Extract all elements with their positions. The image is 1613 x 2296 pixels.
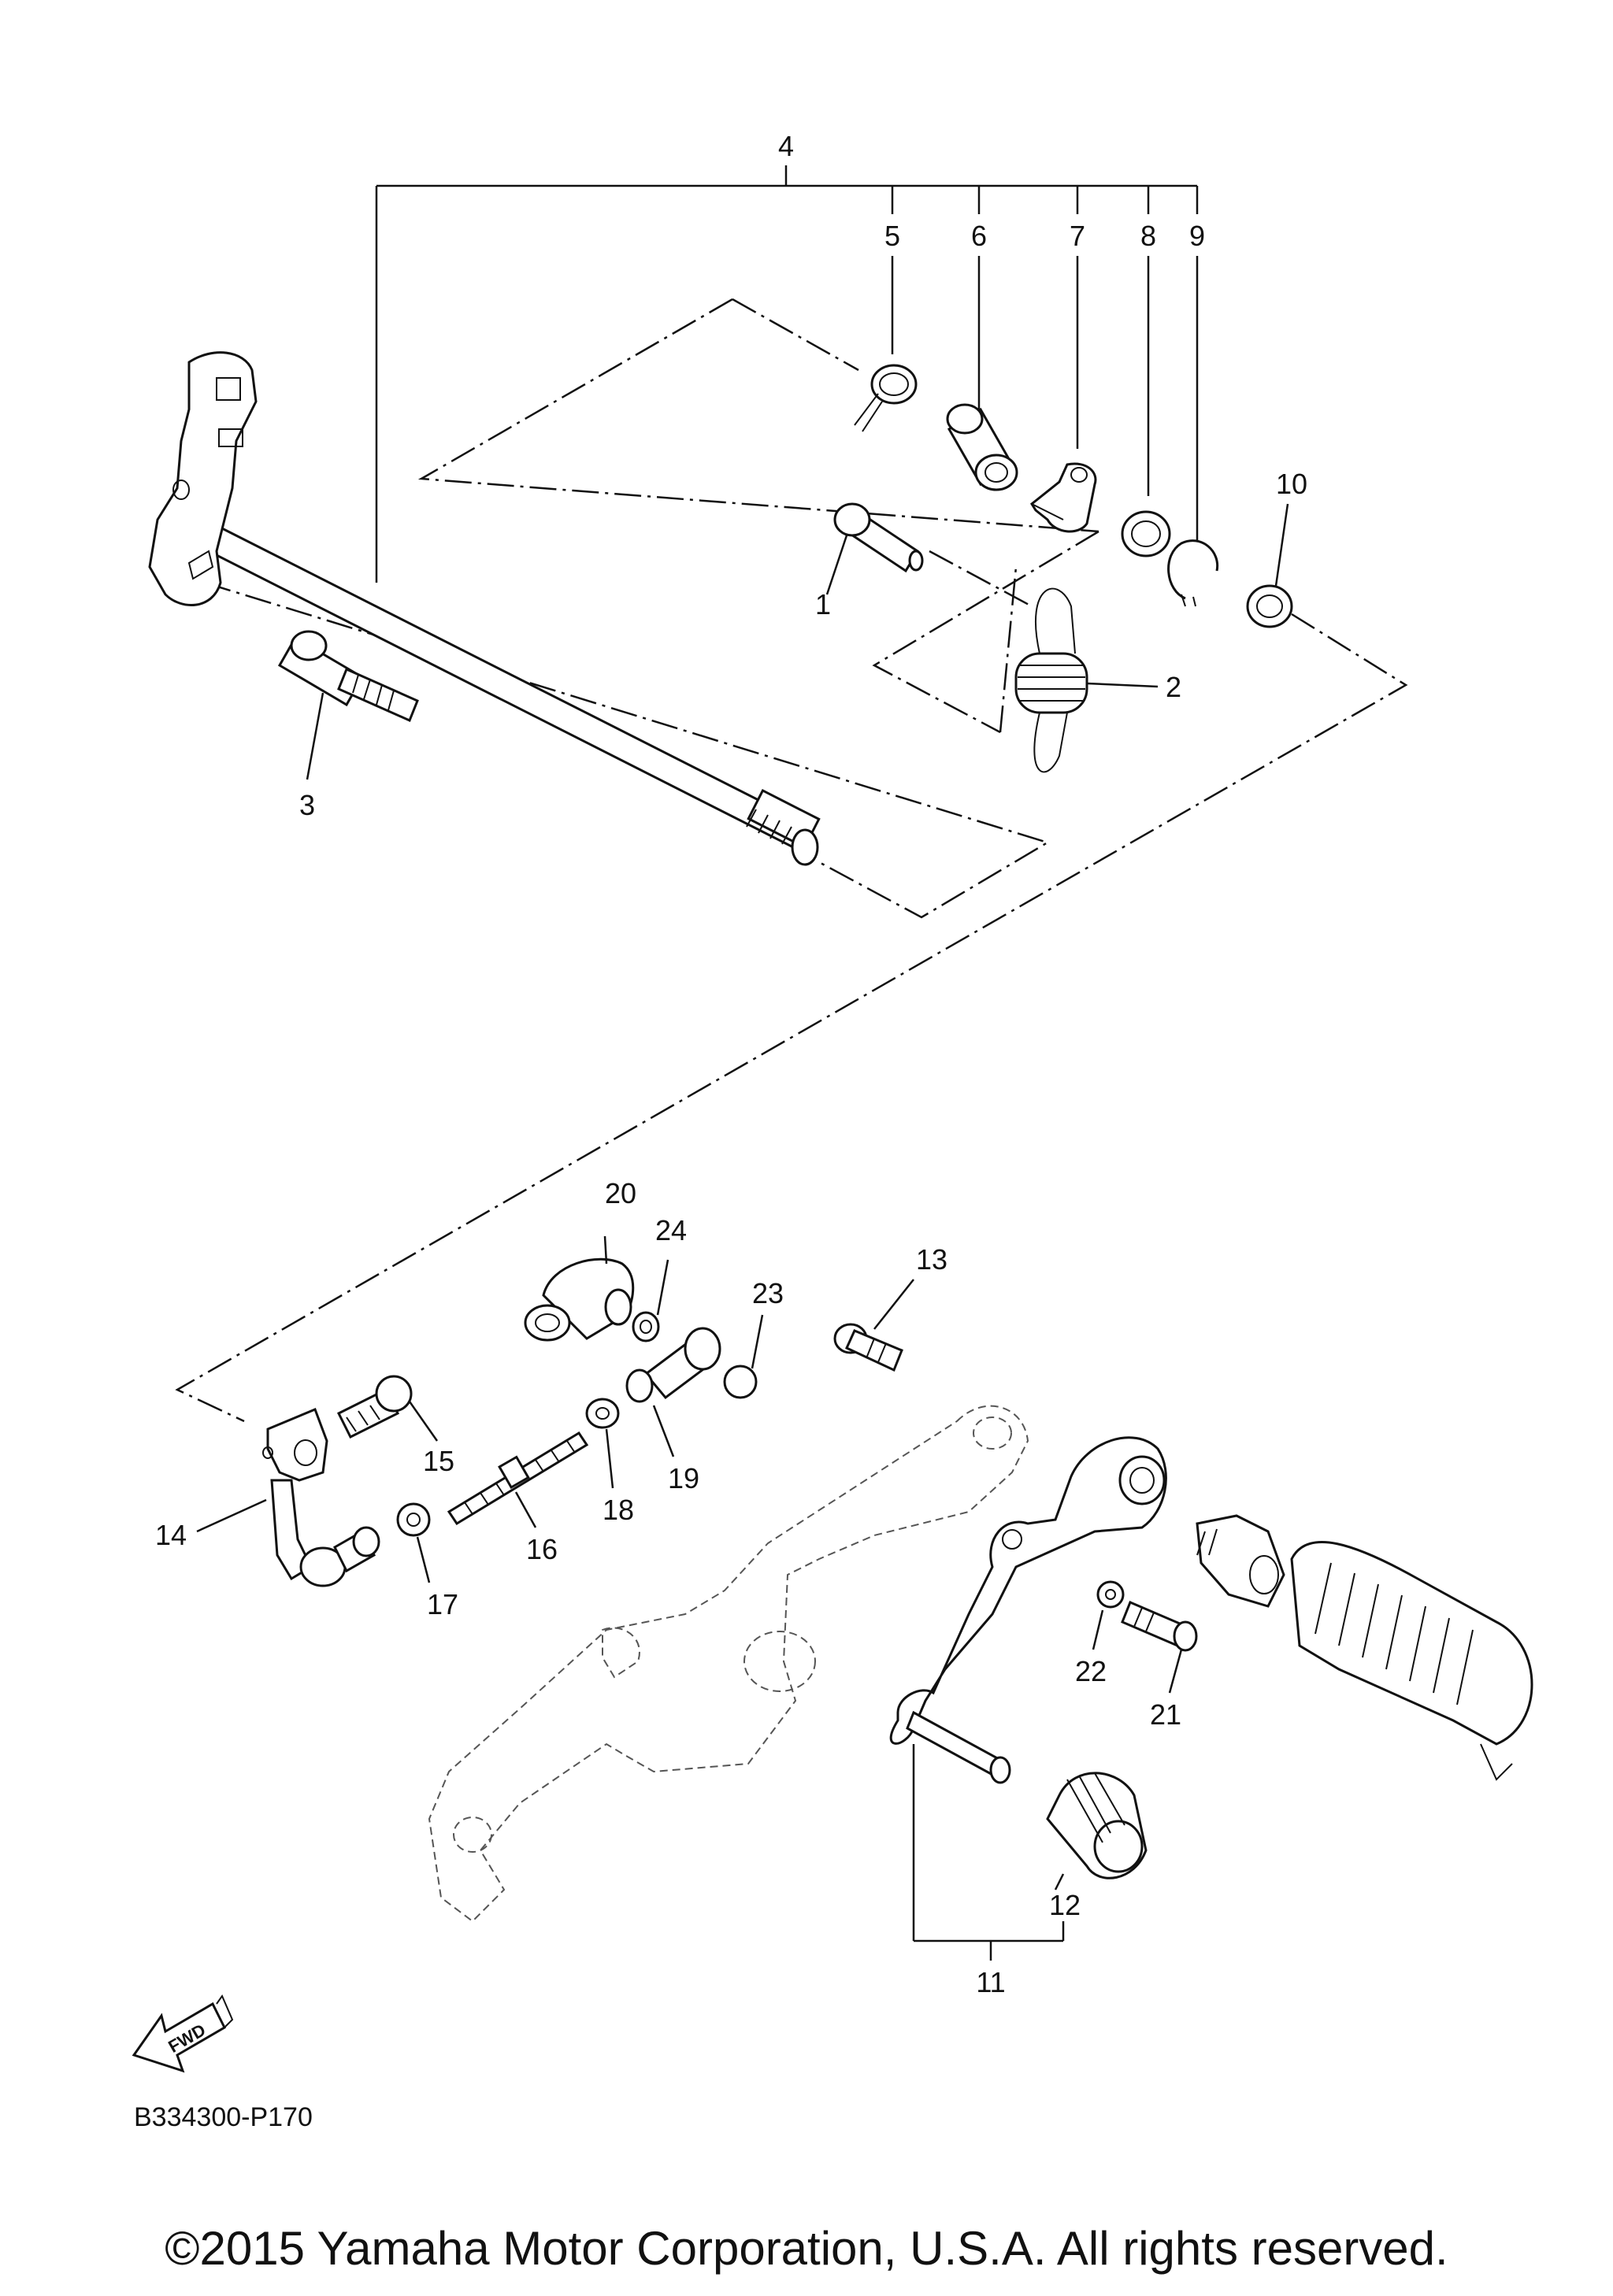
part-13-bolt [833,1279,914,1372]
part-4-shift-shaft [148,351,821,866]
phantom-frame [428,1405,1029,1923]
callout-23: 23 [752,1277,784,1309]
part-19-leader [652,1405,675,1457]
part-10-washer [1246,503,1293,628]
part-6-collar [946,403,1018,491]
part-7-stopper-lever [1030,462,1097,533]
part-3-stud-bolt [277,630,419,780]
group-11-bracket [912,1744,1065,1961]
callout-17: 17 [427,1588,458,1620]
group-4-bracket [375,165,1199,583]
part-9-circlip [1167,539,1219,607]
callout-18: 18 [603,1494,634,1526]
fwd-arrow-icon: FWD [132,1994,234,2073]
part-5-torsion-spring [854,364,918,432]
callout-20: 20 [605,1177,636,1209]
part-22-washer [1092,1580,1125,1650]
part-23-collar [723,1314,764,1399]
callout-13: 13 [916,1243,947,1276]
copyright-notice: ©2015 Yamaha Motor Corporation, U.S.A. A… [165,2222,1448,2275]
part-18-nut [585,1398,620,1489]
footrest [1196,1514,1533,1781]
part-2-return-spring [1014,587,1159,773]
rod-end-joint [625,1327,721,1403]
callout-3: 3 [299,789,315,821]
callout-7: 7 [1070,220,1085,252]
part-14-shift-arm [196,1408,380,1587]
callout-labels: 1 2 3 4 5 6 7 8 9 10 11 12 13 14 15 16 1… [155,130,1307,1998]
assembly-lines-upper [175,298,1408,1423]
part-1-bolt [825,502,924,595]
part-8-washer [1121,510,1171,557]
callout-22: 22 [1075,1655,1107,1687]
part-20-joint [524,1235,635,1342]
part-11-shift-pedal [889,1436,1167,1784]
part-24-nut [632,1259,669,1342]
callout-19: 19 [668,1462,699,1494]
part-16-adjusting-rod [447,1431,589,1528]
callout-24: 24 [655,1214,687,1246]
callout-1: 1 [815,588,831,620]
part-12-pedal-rubber [1046,1772,1148,1890]
callout-14: 14 [155,1519,187,1551]
callout-8: 8 [1140,220,1156,252]
callout-6: 6 [971,220,987,252]
callout-15: 15 [423,1445,454,1477]
part-15-bolt [336,1375,439,1442]
reference-code: B334300-P170 [134,2102,313,2132]
callout-10: 10 [1276,468,1307,500]
part-21-bolt [1121,1601,1198,1694]
callout-12: 12 [1049,1889,1081,1921]
part-17-nut [396,1502,431,1583]
callout-4: 4 [778,130,794,162]
callout-9: 9 [1189,220,1205,252]
callout-16: 16 [526,1533,558,1565]
callout-2: 2 [1166,671,1181,703]
callout-11: 11 [976,1966,1005,1998]
callout-21: 21 [1150,1698,1181,1731]
callout-5: 5 [884,220,900,252]
